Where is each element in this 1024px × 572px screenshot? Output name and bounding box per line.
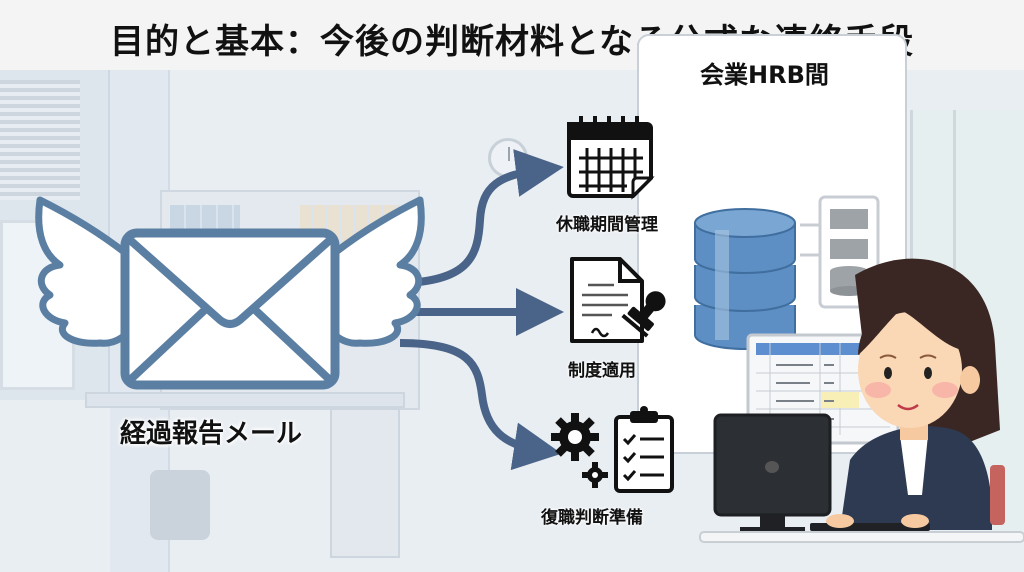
email-label: 経過報告メール: [120, 419, 303, 449]
winged-envelope-icon: [35, 196, 425, 390]
arrow-to-checklist: [399, 339, 562, 471]
calendar-icon: [567, 116, 655, 200]
hr-panel-title: 会業HRB間: [700, 61, 829, 89]
item-label-policy-application: 制度適用: [568, 361, 636, 381]
document-stamp-icon: [570, 257, 666, 343]
window-blinds: [0, 80, 80, 200]
item-label-leave-period: 休職期間管理: [556, 215, 658, 235]
desk-drawer: [330, 408, 400, 558]
gear-icon: [551, 413, 608, 488]
background-desk: [85, 392, 405, 408]
office-chair: [150, 470, 210, 540]
clipboard-icon: [614, 406, 674, 493]
database-icon: [694, 208, 796, 350]
office-worker-illustration: [699, 258, 1024, 543]
arrow-to-calendar: [404, 149, 564, 287]
gear-checklist-icon: [551, 406, 674, 493]
item-label-return-preparation: 復職判断準備: [541, 508, 643, 528]
